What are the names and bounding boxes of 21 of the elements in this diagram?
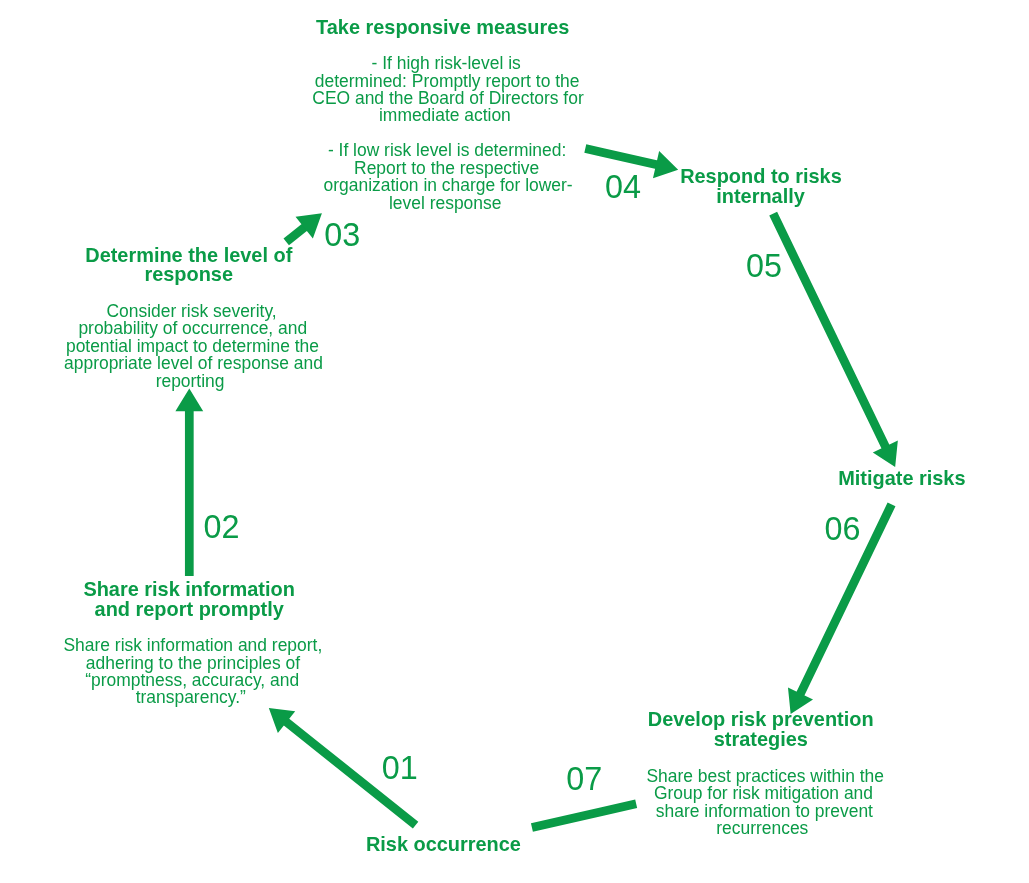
arrow <box>268 707 418 828</box>
edge-label: 01 <box>381 749 418 786</box>
edge-label: 05 <box>745 247 782 284</box>
node-text: Develop risk prevention strategies Share best practices within the Group for risk mitigation and share information to prevent recurrences <box>646 707 884 838</box>
edge-label: 03 <box>323 216 360 253</box>
edge-label: 07 <box>565 760 602 797</box>
node-text: Share risk information and report promptly Share risk information and report, adhering to the principles of “promptness, accuracy, and transparency.” <box>62 577 322 707</box>
node-text: Mitigate risks <box>837 466 966 489</box>
edge-label: 04 <box>604 168 641 205</box>
arrow <box>174 387 203 576</box>
node-text: Respond to risks internally <box>679 164 842 207</box>
arrow <box>283 212 322 245</box>
connector <box>530 798 637 832</box>
edge-label: 02 <box>202 508 239 545</box>
node-text: Determine the level of response Consider risk severity, probability of occurrence, and potential impact to determine the appropriate level of response and reporting <box>63 243 323 391</box>
edge-label: 06 <box>824 510 861 547</box>
arrow <box>768 211 898 467</box>
node-text: Take responsive measures - If high risk-level is determined: Promptly report to the CEO and the Board of Directors for immediate action - If low risk level is determined: Report to the respective organization in charge for lower-level response <box>311 15 584 213</box>
node-text: Risk occurrence <box>365 832 521 855</box>
arrow <box>787 502 895 714</box>
arrow <box>583 143 678 178</box>
